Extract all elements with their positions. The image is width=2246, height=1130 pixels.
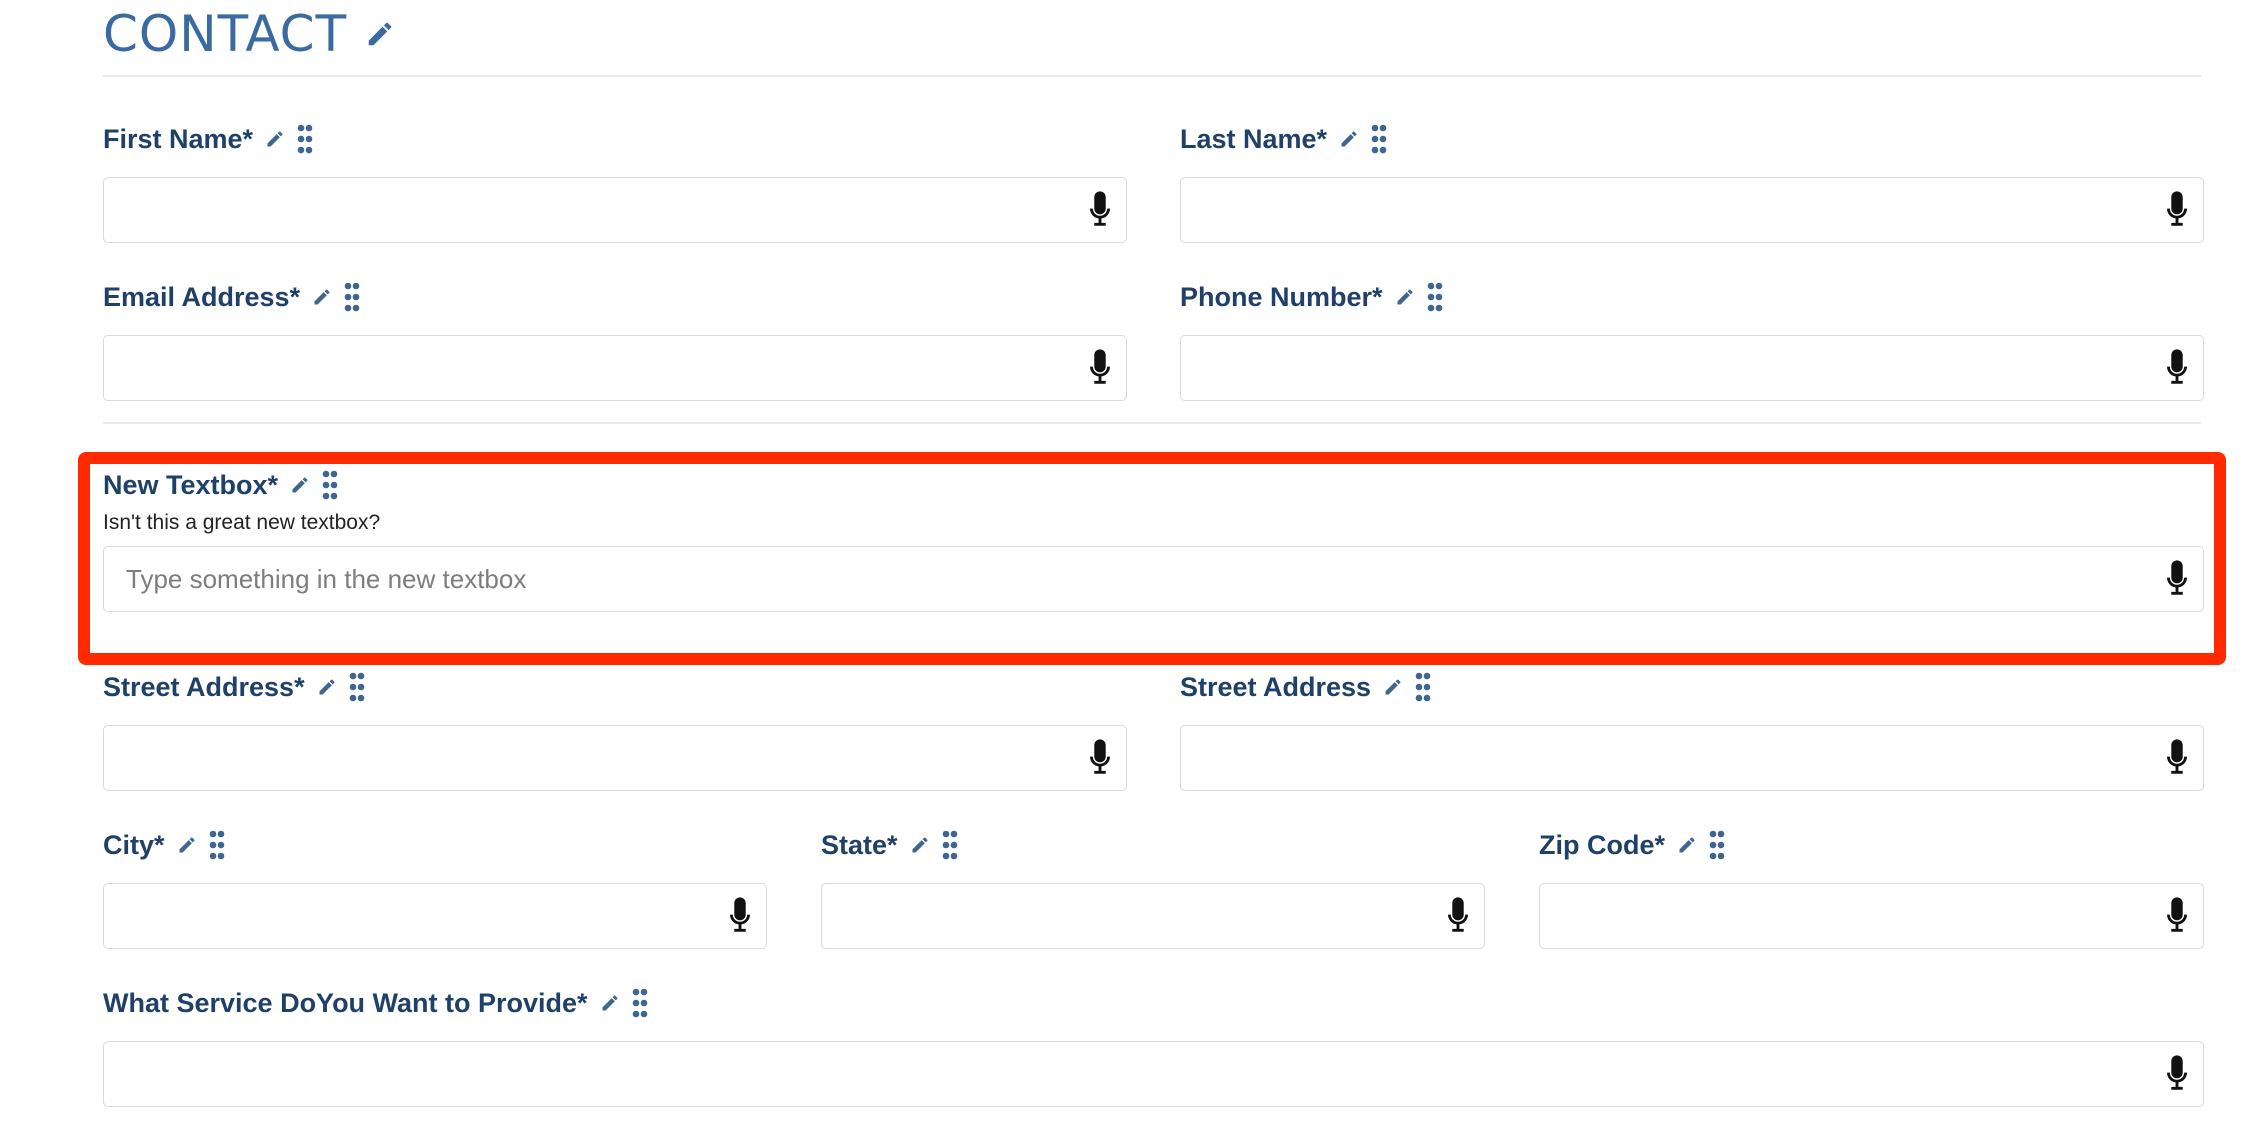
section-title: CONTACT [103, 4, 395, 64]
city-field: City* [103, 827, 767, 949]
phone-label: Phone Number* [1180, 281, 1383, 312]
phone-field: Phone Number* [1180, 279, 2204, 401]
service-input-box [103, 1041, 2204, 1107]
pencil-icon[interactable] [600, 993, 620, 1013]
street-address-2-input[interactable] [1181, 726, 2203, 790]
zip-code-input[interactable] [1540, 884, 2203, 948]
drag-handle-icon[interactable] [632, 988, 648, 1018]
new-textbox-description: Isn't this a great new textbox? [103, 511, 381, 534]
microphone-icon[interactable] [2159, 738, 2195, 778]
street-address-1-field: Street Address* [103, 669, 1127, 791]
street-address-2-label: Street Address [1180, 671, 1372, 702]
service-label: What Service DoYou Want to Provide* [103, 987, 588, 1018]
email-field: Email Address* [103, 279, 1127, 401]
first-name-field: First Name* [103, 121, 1127, 243]
new-textbox-label: New Textbox* [103, 469, 279, 500]
pencil-icon[interactable] [1677, 835, 1697, 855]
pencil-icon[interactable] [1339, 129, 1359, 149]
zip-code-field: Zip Code* [1539, 827, 2204, 949]
street-address-1-input[interactable] [104, 726, 1126, 790]
new-textbox-input-box [103, 546, 2204, 612]
street-address-2-input-box [1180, 725, 2204, 791]
street-address-1-label: Street Address* [103, 671, 305, 702]
new-textbox-input[interactable] [104, 547, 2203, 611]
microphone-icon[interactable] [722, 896, 758, 936]
field-label-row: Zip Code* [1539, 827, 2204, 863]
pencil-icon[interactable] [177, 835, 197, 855]
last-name-label: Last Name* [1180, 123, 1328, 154]
drag-handle-icon[interactable] [1427, 282, 1443, 312]
drag-handle-icon[interactable] [297, 124, 313, 154]
field-label-row: Phone Number* [1180, 279, 2204, 315]
microphone-icon[interactable] [2159, 190, 2195, 230]
last-name-field: Last Name* [1180, 121, 2204, 243]
microphone-icon[interactable] [2159, 896, 2195, 936]
field-label-row: State* [821, 827, 1485, 863]
field-label-row: Street Address* [103, 669, 1127, 705]
microphone-icon[interactable] [2159, 559, 2195, 599]
pencil-icon[interactable] [290, 475, 310, 495]
last-name-input-box [1180, 177, 2204, 243]
drag-handle-icon[interactable] [209, 830, 225, 860]
field-label-row: New Textbox* [103, 467, 2204, 503]
pencil-icon[interactable] [312, 287, 332, 307]
field-label-row: What Service DoYou Want to Provide* [103, 985, 2204, 1021]
state-label: State* [821, 829, 898, 860]
email-input[interactable] [104, 336, 1126, 400]
microphone-icon[interactable] [1440, 896, 1476, 936]
street-address-1-input-box [103, 725, 1127, 791]
zip-code-label: Zip Code* [1539, 829, 1665, 860]
service-input[interactable] [104, 1042, 2203, 1106]
state-input[interactable] [822, 884, 1484, 948]
email-input-box [103, 335, 1127, 401]
pencil-icon[interactable] [365, 19, 395, 49]
section-title-text: CONTACT [103, 5, 348, 63]
city-label: City* [103, 829, 165, 860]
field-label-row: Email Address* [103, 279, 1127, 315]
drag-handle-icon[interactable] [942, 830, 958, 860]
microphone-icon[interactable] [2159, 348, 2195, 388]
city-input[interactable] [104, 884, 766, 948]
pencil-icon[interactable] [910, 835, 930, 855]
city-input-box [103, 883, 767, 949]
pencil-icon[interactable] [317, 677, 337, 697]
pencil-icon[interactable] [1395, 287, 1415, 307]
state-field: State* [821, 827, 1485, 949]
street-address-2-field: Street Address [1180, 669, 2204, 791]
new-textbox-field: New Textbox* Isn't this a great new text… [103, 467, 2204, 612]
microphone-icon[interactable] [2159, 1054, 2195, 1094]
field-label-row: First Name* [103, 121, 1127, 157]
drag-handle-icon[interactable] [1709, 830, 1725, 860]
field-label-row: City* [103, 827, 767, 863]
drag-handle-icon[interactable] [349, 672, 365, 702]
drag-handle-icon[interactable] [1415, 672, 1431, 702]
drag-handle-icon[interactable] [322, 470, 338, 500]
pencil-icon[interactable] [265, 129, 285, 149]
first-name-label: First Name* [103, 123, 254, 154]
phone-input[interactable] [1181, 336, 2203, 400]
microphone-icon[interactable] [1082, 738, 1118, 778]
first-name-input[interactable] [104, 178, 1126, 242]
field-label-row: Street Address [1180, 669, 2204, 705]
section-divider [103, 75, 2201, 77]
drag-handle-icon[interactable] [1371, 124, 1387, 154]
state-input-box [821, 883, 1485, 949]
phone-input-box [1180, 335, 2204, 401]
field-label-row: Last Name* [1180, 121, 2204, 157]
zip-code-input-box [1539, 883, 2204, 949]
pencil-icon[interactable] [1383, 677, 1403, 697]
last-name-input[interactable] [1181, 178, 2203, 242]
service-field: What Service DoYou Want to Provide* [103, 985, 2204, 1107]
email-label: Email Address* [103, 281, 301, 312]
first-name-input-box [103, 177, 1127, 243]
drag-handle-icon[interactable] [344, 282, 360, 312]
microphone-icon[interactable] [1082, 348, 1118, 388]
group-divider [103, 422, 2201, 424]
microphone-icon[interactable] [1082, 190, 1118, 230]
